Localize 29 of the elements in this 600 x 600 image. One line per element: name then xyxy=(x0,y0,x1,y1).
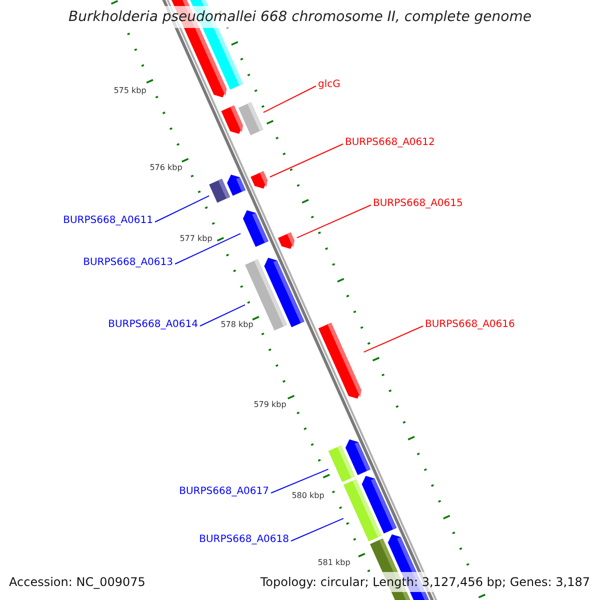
position-label: 575 kbp xyxy=(114,86,146,96)
position-label: 578 kbp xyxy=(220,320,254,330)
gene-label: BURPS668_A0618 xyxy=(199,533,289,547)
gene-block xyxy=(242,210,268,247)
position-label: 579 kbp xyxy=(254,400,286,410)
gene-label: BURPS668_A0615 xyxy=(373,197,463,211)
gene-block xyxy=(238,102,264,136)
gene-block xyxy=(328,445,355,482)
leader-line xyxy=(296,204,372,238)
gene-label: BURPS668_A0614 xyxy=(108,318,198,332)
gene-label: BURPS668_A0612 xyxy=(345,136,435,150)
leader-line xyxy=(200,304,246,326)
gene-block xyxy=(343,479,382,542)
gene-label: BURPS668_A0616 xyxy=(425,318,515,332)
gene-label: glcG xyxy=(318,78,340,92)
leader-line xyxy=(269,144,344,178)
position-label: 581 kbp xyxy=(318,558,350,568)
leader-line xyxy=(154,195,210,222)
position-label: 576 kbp xyxy=(150,163,182,173)
position-label: 580 kbp xyxy=(292,491,324,501)
gene-block xyxy=(278,232,294,249)
gene-label: BURPS668_A0613 xyxy=(83,256,173,270)
gene-block xyxy=(318,322,362,399)
leader-line xyxy=(174,233,241,264)
gene-label: BURPS668_A0617 xyxy=(179,485,269,499)
gene-label: BURPS668_A0611 xyxy=(63,214,153,228)
gene-block xyxy=(209,178,230,203)
gene-block xyxy=(250,171,268,189)
position-label: 577 kbp xyxy=(180,234,212,244)
